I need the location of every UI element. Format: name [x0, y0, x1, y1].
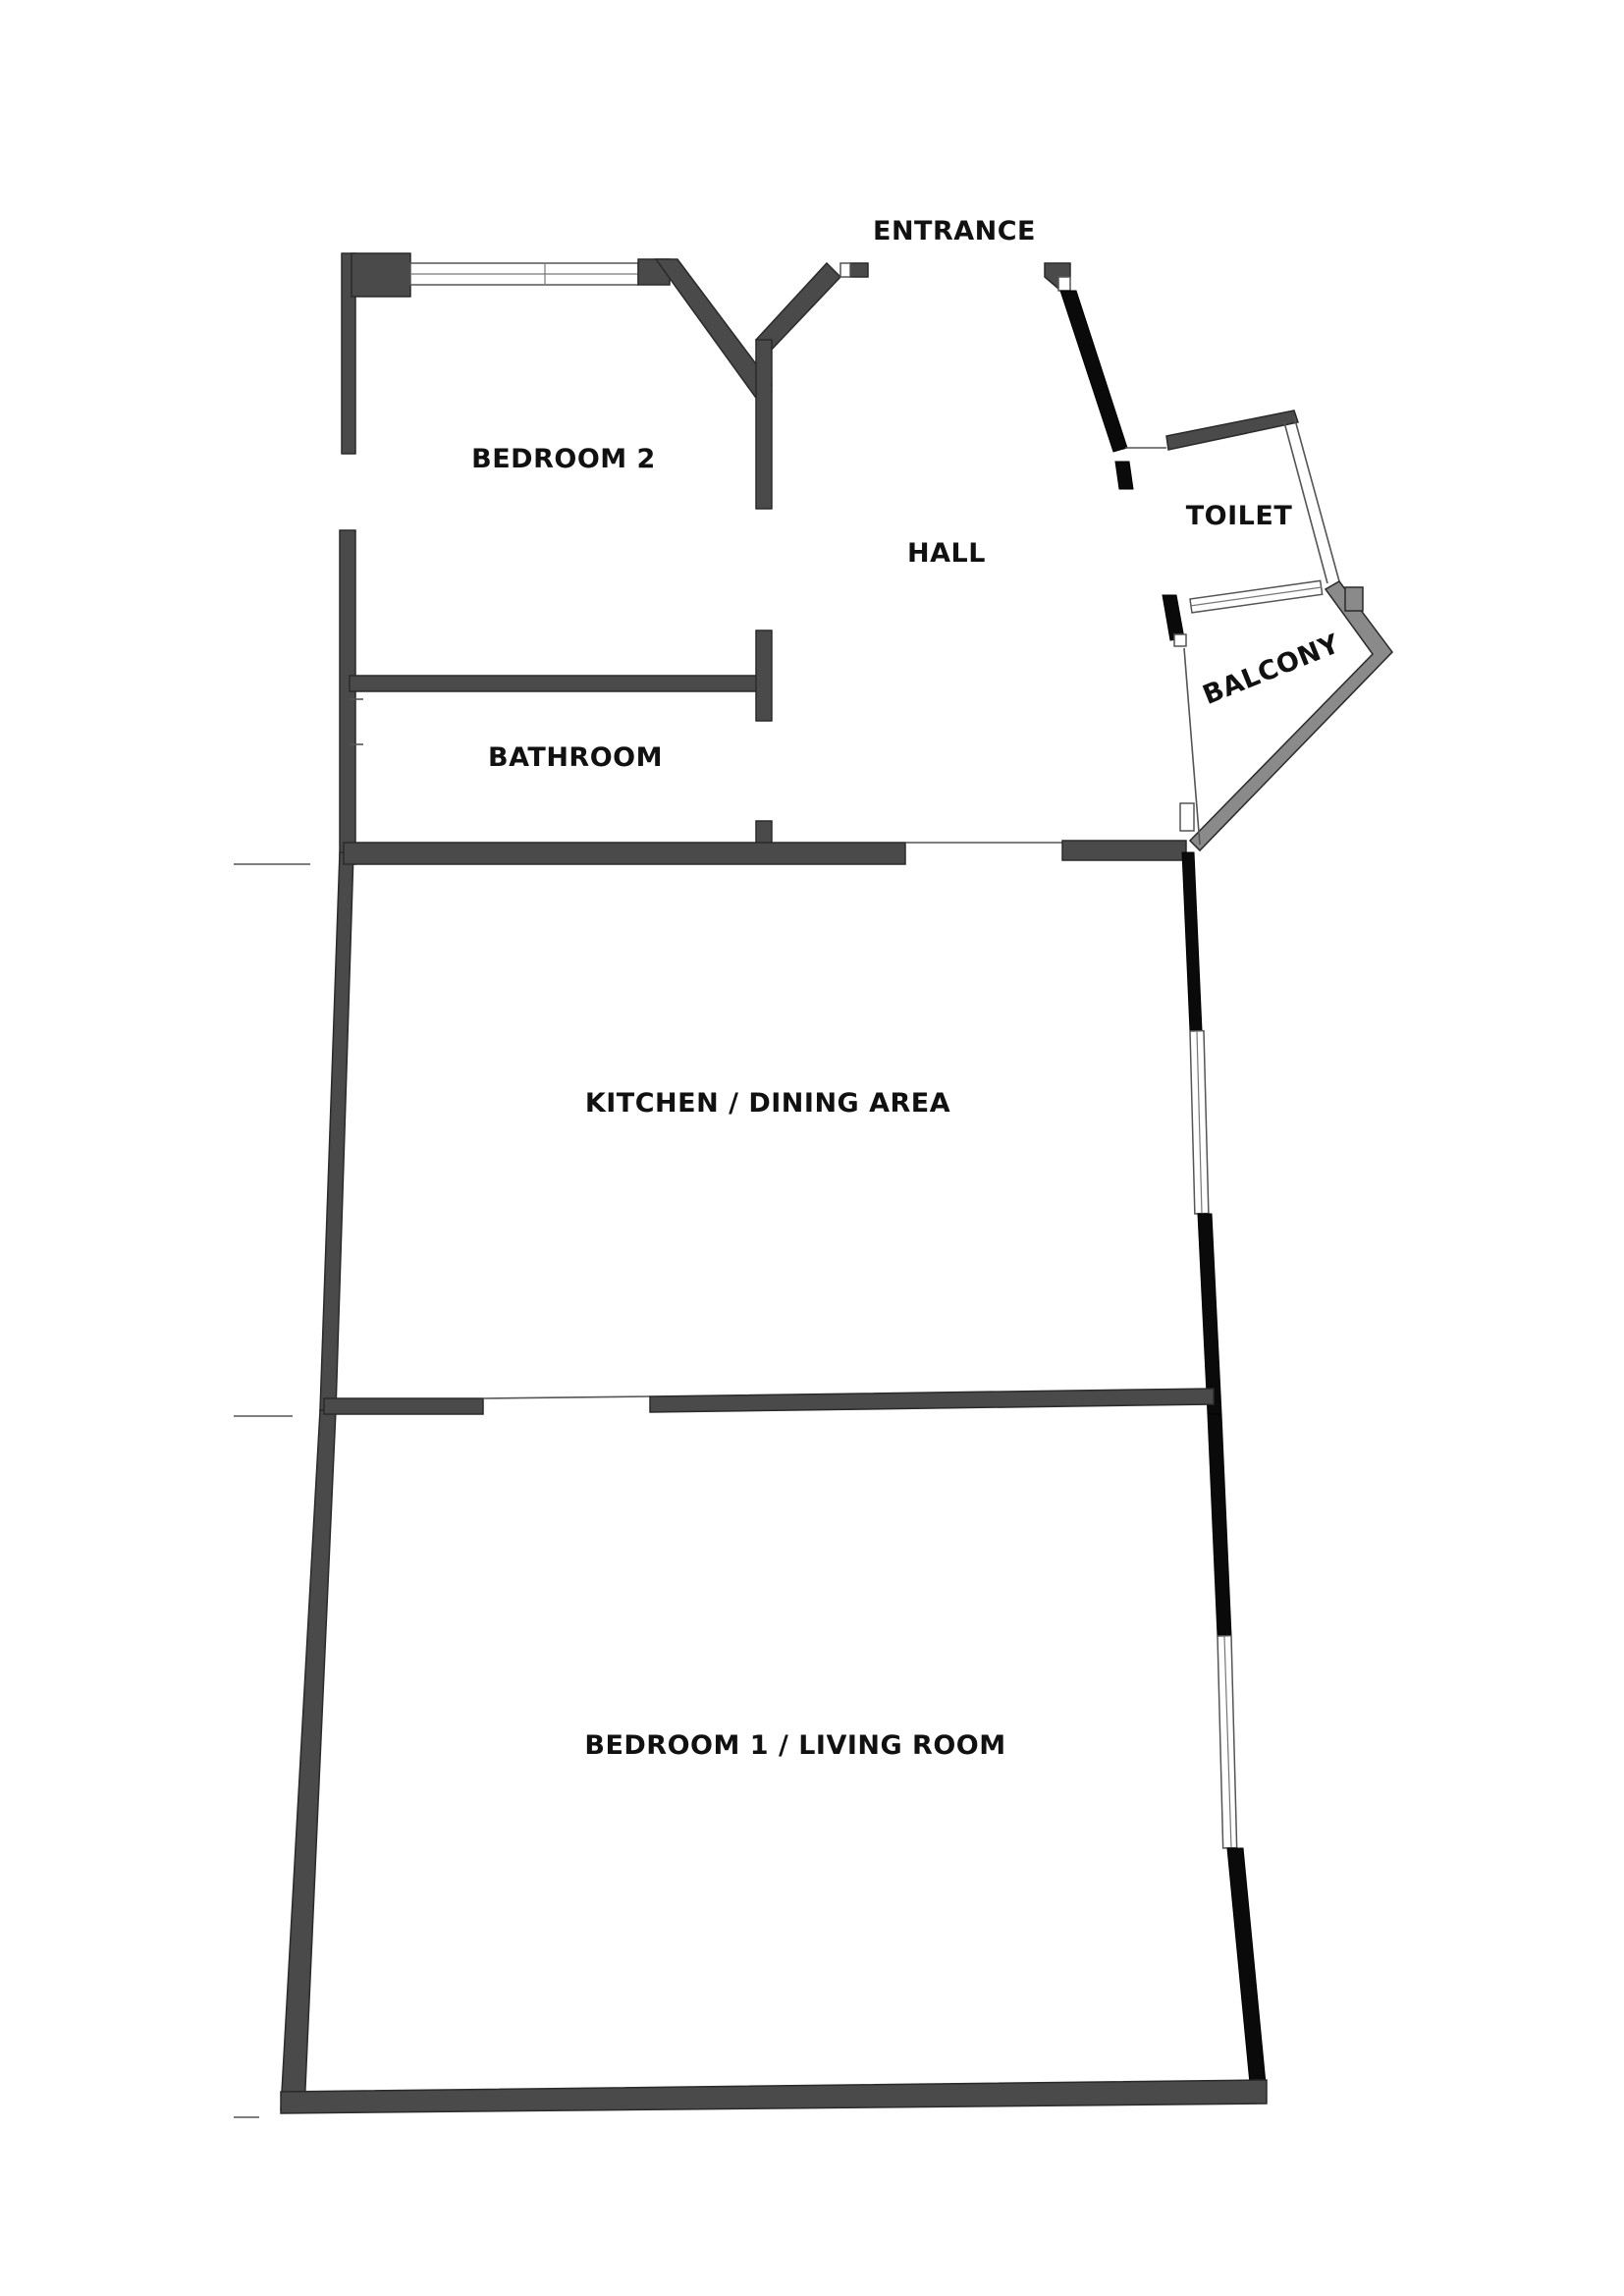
wall-left-bedroom2-lower [339, 529, 356, 865]
wall-toilet-right-inner [1283, 421, 1328, 584]
wall-left-kitchen [319, 851, 354, 1411]
wall-toilet-left-stub [1162, 594, 1185, 641]
wall-right-bedroom1-upper [1207, 1413, 1232, 1637]
wall-bedroom2-diagonal [654, 258, 773, 403]
wall-divider-right [649, 1388, 1215, 1413]
window-bedroom1-right-line [1223, 1635, 1232, 1849]
wall-bottom [280, 2079, 1268, 2114]
bathroom-walls [349, 629, 773, 844]
window-bedroom1-right [1217, 1634, 1238, 1849]
wall-kitchen-top-right [1061, 840, 1187, 861]
kitchen-top-wall [343, 840, 1187, 865]
wall-toilet-top [1165, 410, 1299, 451]
label-bedroom1: BEDROOM 1 / LIVING ROOM [584, 1730, 1005, 1761]
wall-balcony-left [1183, 647, 1201, 846]
wall-right-bedroom1-lower [1226, 1847, 1268, 2095]
wall-toilet-right-outer [1293, 415, 1340, 582]
right-outer-wall [1181, 851, 1268, 2095]
kitchen-bedroom1-divider [323, 1388, 1215, 1415]
label-toilet: TOILET [1186, 501, 1293, 531]
wall-bedroom2-corner [351, 252, 411, 298]
label-entrance: ENTRANCE [873, 216, 1036, 246]
window-kitchen-right-line [1196, 1030, 1203, 1215]
wall-hall-toilet-stub [1114, 461, 1134, 490]
balcony-left-frame [1179, 802, 1195, 832]
dimension-ticks [234, 863, 310, 2118]
wall-bathroom-top [349, 675, 763, 692]
wall-right-kitchen-lower [1197, 1213, 1222, 1415]
wall-entrance-jamb-left [849, 262, 869, 278]
wall-kitchen-top-left [343, 842, 906, 865]
label-bathroom: BATHROOM [488, 742, 663, 773]
label-hall: HALL [907, 538, 986, 569]
entrance-right-frame [1057, 276, 1071, 292]
wall-bedroom2-hall [755, 339, 773, 510]
wall-divider-left [323, 1397, 484, 1415]
toilet-left-frame [1173, 633, 1187, 647]
wall-right-kitchen-upper [1181, 851, 1203, 1032]
wall-balcony-outer [1188, 580, 1393, 852]
left-outer-wall [280, 529, 356, 2110]
wall-hall-right-diagonal [1059, 290, 1128, 453]
window-toilet-balcony-line [1189, 586, 1323, 607]
label-bedroom2: BEDROOM 2 [471, 444, 656, 474]
divider-doorway-line [482, 1395, 651, 1399]
wall-left-bedroom1 [280, 1409, 337, 2110]
hall-right-walls [1044, 262, 1393, 852]
label-balcony: BALCONY [1199, 629, 1344, 711]
wall-bathroom-right-upper [755, 629, 773, 722]
bedroom2-walls [341, 252, 869, 510]
entrance-jamb-frame [839, 262, 851, 278]
wall-bathroom-right-lower [755, 820, 773, 844]
label-kitchen: KITCHEN / DINING AREA [585, 1088, 950, 1119]
balcony-post [1344, 586, 1364, 612]
